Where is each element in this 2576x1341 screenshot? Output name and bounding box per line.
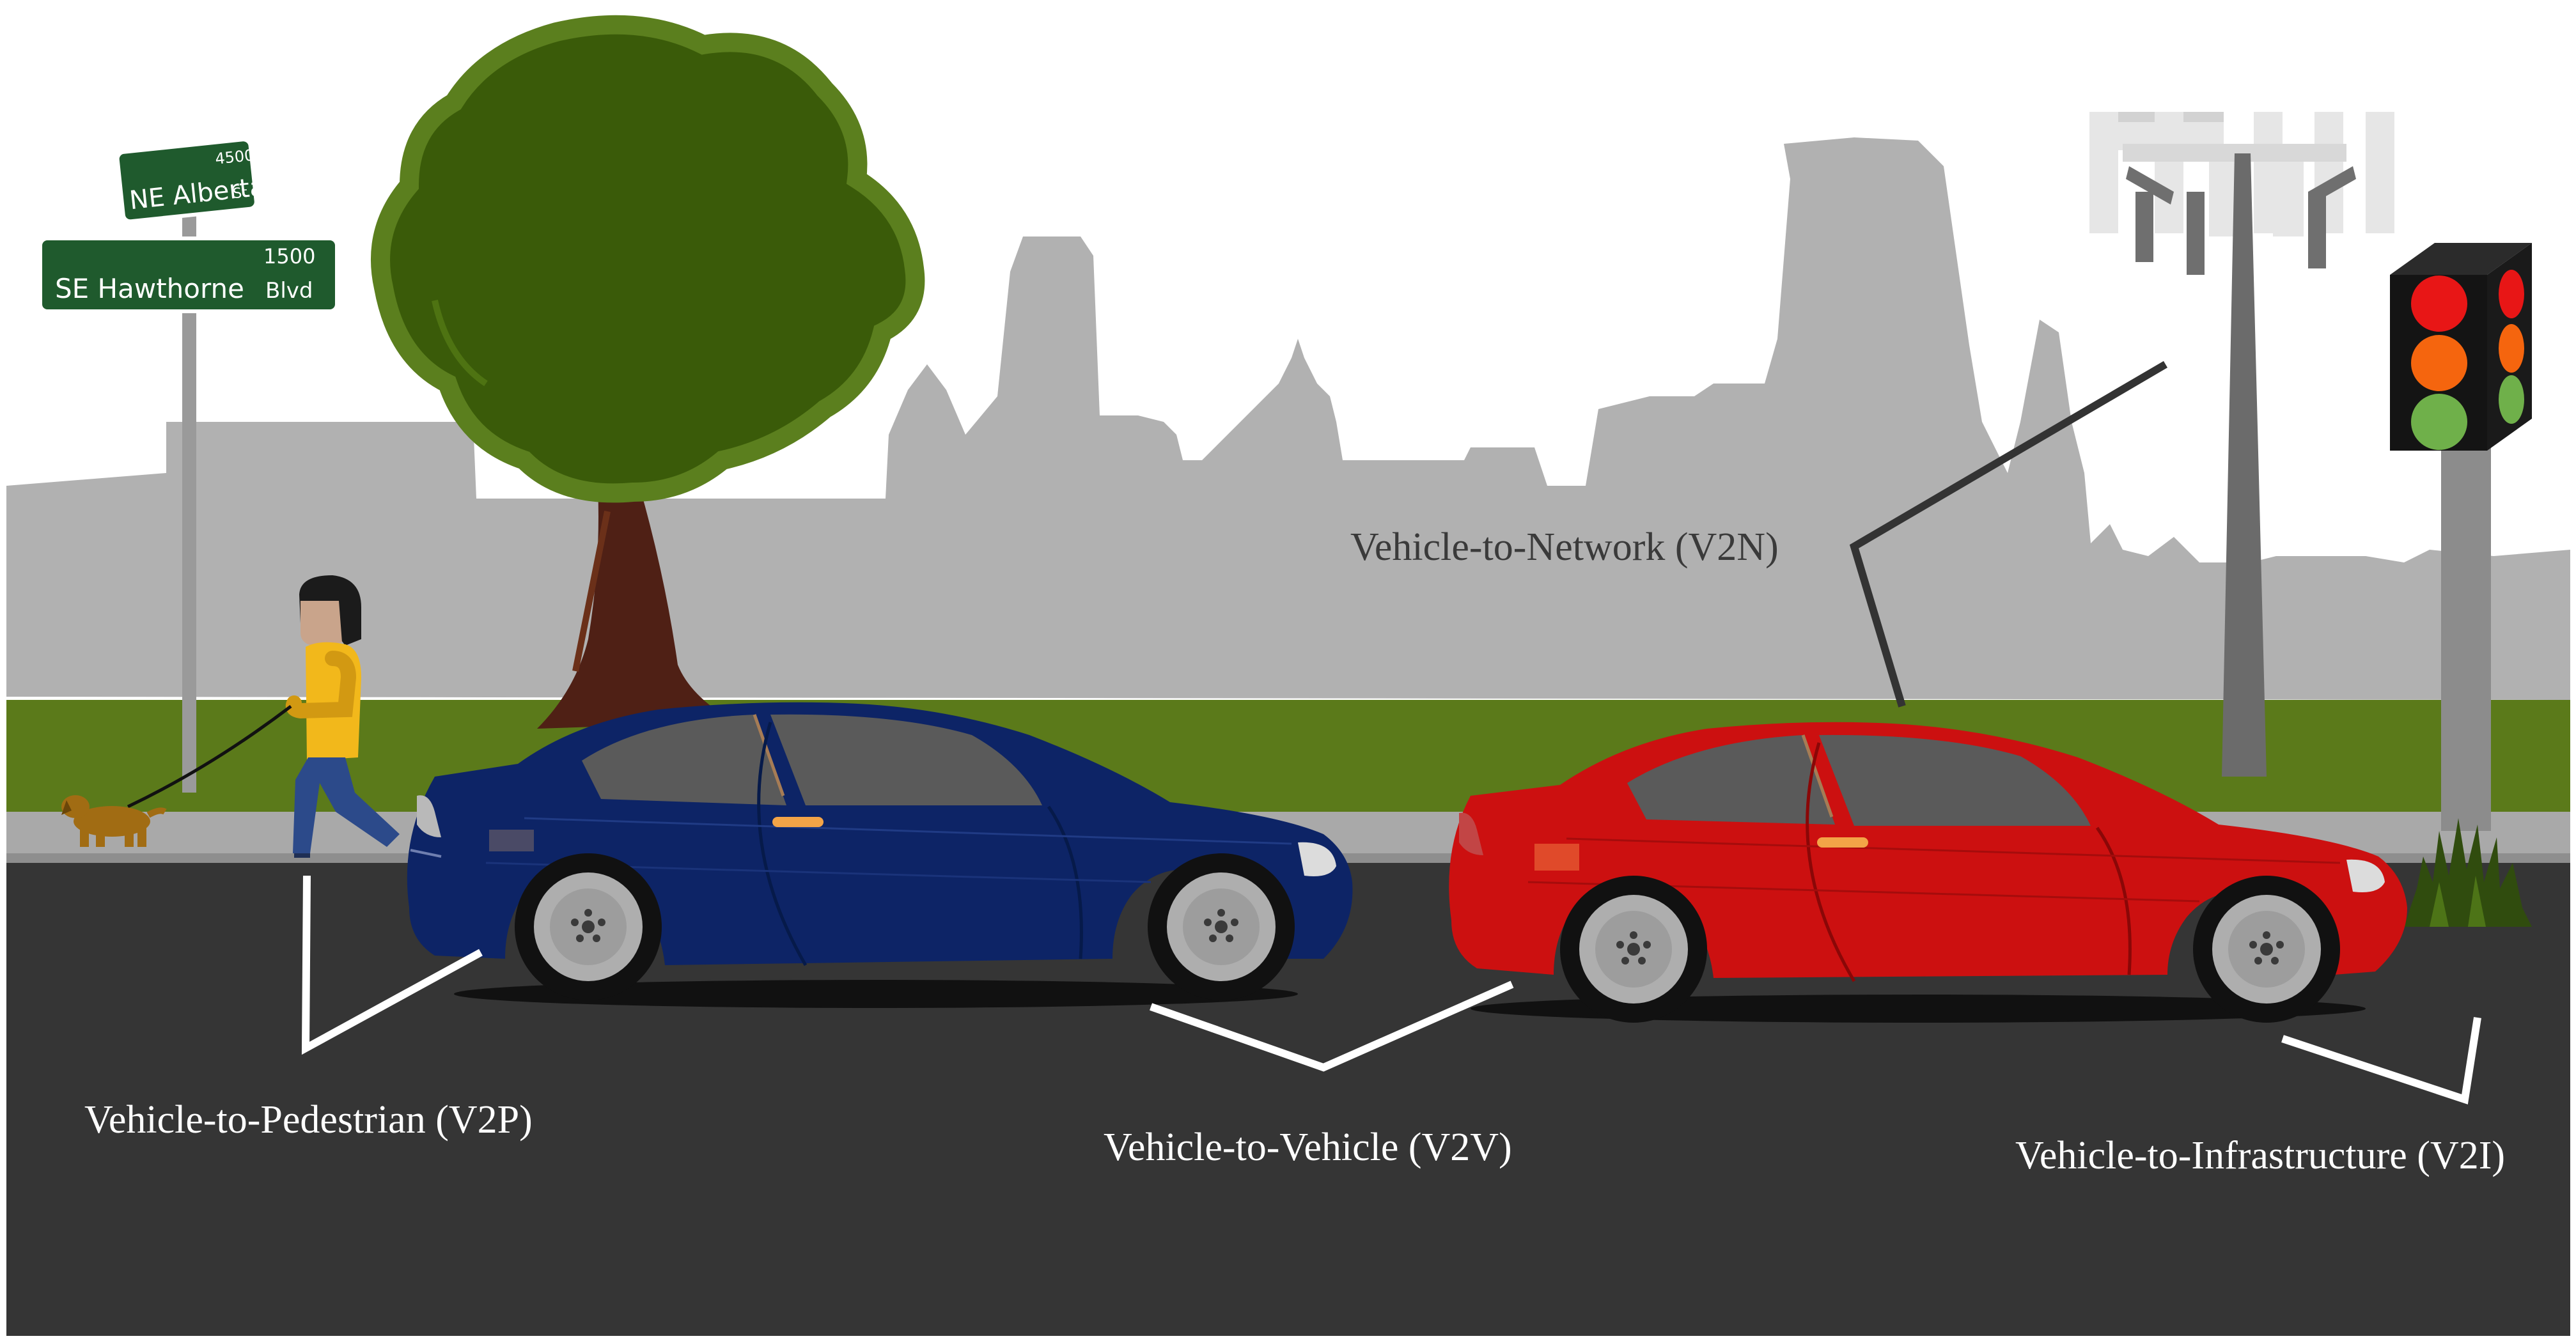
v2n-connector <box>1849 360 2168 708</box>
v2i-connector <box>2281 1017 2481 1105</box>
blue-car <box>407 702 1353 1008</box>
traffic-light-pole <box>2441 447 2491 831</box>
tree <box>371 15 925 729</box>
dog <box>61 795 167 847</box>
pedestrian <box>127 575 400 858</box>
street-sign-bottom: 1500 SE Hawthorne Blvd <box>38 236 339 313</box>
sign-bottom-suffix: Blvd <box>265 278 313 304</box>
tower-mast <box>2222 153 2267 777</box>
v2p-connector <box>301 875 483 1055</box>
dog-leash <box>127 705 292 809</box>
sign-bottom-name: SE Hawthorne <box>55 273 244 304</box>
traffic-orange-lamp <box>2411 335 2467 391</box>
traffic-green-lamp <box>2411 394 2467 450</box>
red-car-windows <box>1627 735 1835 825</box>
pedestrian-legs <box>293 757 400 853</box>
pedestrian-face <box>301 601 342 647</box>
red-car <box>1449 722 2407 1023</box>
sign-pole <box>182 211 196 793</box>
cell-tower <box>2089 112 2394 777</box>
sign-top-number: 4500 <box>214 146 255 168</box>
label-v2n: Vehicle-to-Network (V2N) <box>1350 525 1779 569</box>
sign-bottom-number: 1500 <box>263 244 315 268</box>
v2v-connector <box>1150 981 1514 1072</box>
tree-foliage <box>371 15 925 503</box>
tree-trunk <box>537 486 735 729</box>
street-sign-top: 4500 NE Alberta St <box>115 137 267 224</box>
traffic-red-lamp <box>2411 275 2467 332</box>
sign-top-suffix: St <box>232 185 248 202</box>
grass-strip <box>6 700 2570 815</box>
label-v2v: Vehicle-to-Vehicle (V2V) <box>1104 1126 1512 1169</box>
label-v2i: Vehicle-to-Infrastructure (V2I) <box>2015 1134 2505 1177</box>
traffic-light <box>2390 243 2532 831</box>
blue-car-windows <box>582 715 786 805</box>
label-v2p: Vehicle-to-Pedestrian (V2P) <box>84 1098 533 1142</box>
